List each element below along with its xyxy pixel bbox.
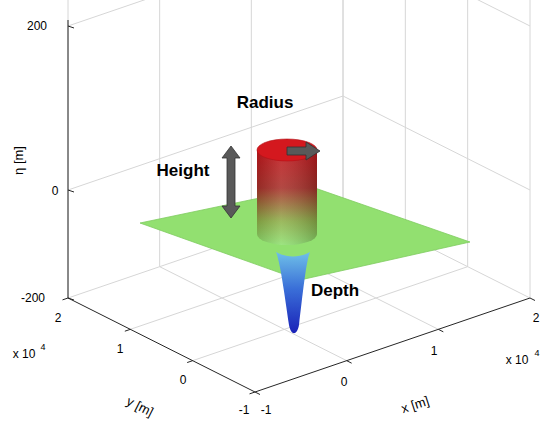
grid-line — [343, 96, 530, 190]
grid-line — [255, 392, 260, 395]
grid-line — [530, 0, 531, 298]
grid-line — [343, 0, 344, 204]
grid-line — [347, 361, 352, 364]
grid-line — [68, 298, 74, 300]
grid-line — [438, 329, 443, 332]
x-tick: 2 — [533, 312, 540, 324]
x-tick: -1 — [261, 404, 272, 416]
grid-line — [405, 0, 406, 235]
cylinder-shade — [257, 150, 317, 245]
grid-line — [250, 392, 256, 394]
axis-title: x [m] — [400, 393, 431, 414]
grid-line — [68, 190, 74, 192]
x-tick: 1 — [431, 345, 438, 357]
height-arrow — [222, 146, 240, 218]
z-tick: -200 — [21, 292, 45, 304]
annotation-label: Depth — [311, 282, 359, 299]
grid-line — [187, 361, 193, 363]
y-tick: 2 — [55, 312, 62, 324]
grid-line — [68, 26, 74, 28]
grid-line — [68, 0, 69, 298]
y-tick: 1 — [117, 343, 124, 355]
grid-line — [343, 0, 530, 26]
y-tick: 0 — [180, 374, 187, 386]
grid-line — [68, 0, 343, 26]
annotation-label: Height — [157, 162, 210, 179]
cylinder-body — [257, 150, 317, 245]
x-tick: 0 — [341, 376, 348, 388]
grid-line — [63, 298, 69, 300]
grid-line — [343, 0, 344, 204]
grid-line — [467, 0, 468, 267]
grid-line — [125, 329, 130, 331]
grid-line — [193, 267, 468, 361]
axis-title: y [m] — [124, 394, 155, 418]
axis-title: η [m] — [12, 146, 25, 175]
grid-line — [68, 298, 255, 392]
axes-grid — [63, 0, 535, 395]
grid-line — [68, 20, 69, 298]
z-tick: 0 — [52, 185, 59, 197]
radius-arrow — [287, 142, 320, 160]
z-tick: 200 — [27, 20, 47, 32]
axis-exponent: x 10 — [13, 348, 36, 360]
annotation-label: Radius — [237, 94, 294, 111]
axis-exponent: 4 — [40, 343, 45, 352]
axis-exponent: 4 — [534, 349, 539, 358]
grid-line — [530, 298, 535, 301]
depression — [276, 252, 310, 333]
axis-exponent: x 10 — [506, 354, 529, 366]
y-tick: -1 — [239, 404, 250, 416]
